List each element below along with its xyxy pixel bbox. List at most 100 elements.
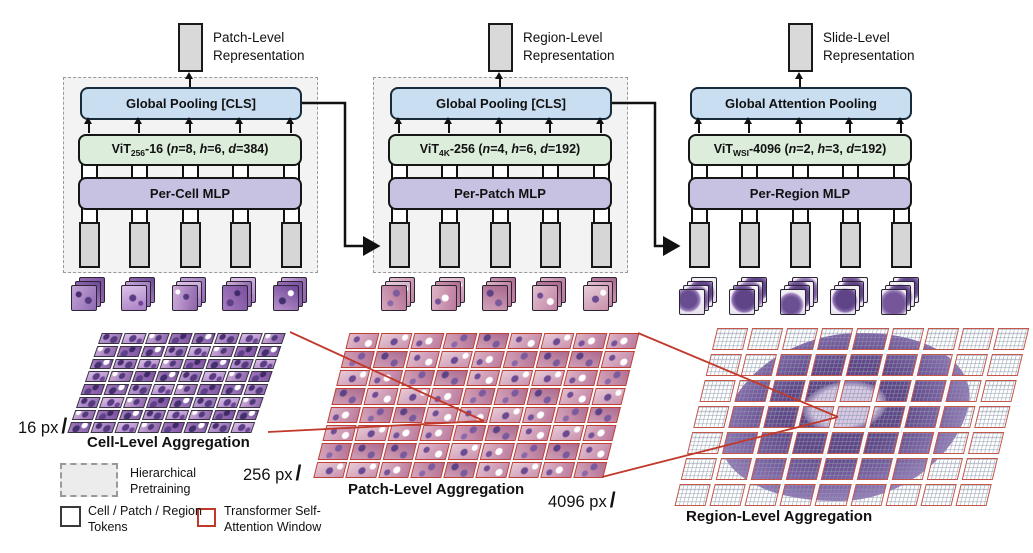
tissue-thumbnail [532,285,558,311]
tissue-patch [390,405,428,424]
arrow-up-icon [185,117,194,133]
tissue-patch [399,368,437,388]
global-pooling-box: Global Pooling [CLS] [390,87,612,120]
tissue-patch [478,442,516,461]
tissue-thumbnail [729,289,755,315]
tissue-thumbnail [583,285,609,311]
arrow-up-icon [495,117,504,133]
tissue-patch [474,460,512,479]
tissue-patch [237,395,266,409]
tissue-patch [386,423,424,443]
arrow-up-icon [134,117,143,133]
token-box [439,222,460,268]
image-token-stack [381,277,421,317]
tissue-patch [344,332,382,351]
tissue-patch [599,350,637,369]
tissue-patch [423,405,461,424]
arrow-up-icon [795,117,804,133]
tissue-patch [418,423,456,443]
token-box [230,222,251,268]
tissue-patch [408,332,446,351]
tissue-thumbnail [679,289,705,315]
token-box [591,222,612,268]
tissue-patch [446,442,484,461]
image-token-stack [172,277,212,317]
token-box [540,222,561,268]
tissue-patch [576,442,614,461]
legend-label-attention-window: Transformer Self-Attention Window [224,504,322,534]
arrow-up-icon [694,117,703,133]
tissue-thumbnail [71,285,97,311]
legend-swatch-attention-window [197,508,216,527]
scale-label-4096px: 4096 px/ [548,489,616,512]
tissue-patch [362,387,400,406]
tissue-patch [952,482,995,508]
token-box [739,222,760,268]
tissue-patch [450,423,488,443]
tissue-patch [511,442,549,461]
tissue-patch [524,387,563,406]
tissue-thumbnail [780,289,806,315]
tissue-patch [371,350,409,369]
scale-break-icon: / [61,415,68,438]
tissue-patch [959,456,1001,482]
token-image-stacks-patch [373,277,628,319]
tissue-patch [506,460,544,479]
tissue-patch [455,405,493,424]
image-token-stack [273,277,313,317]
token-box [281,222,302,268]
image-token-stack [583,277,623,317]
tissue-patch [492,387,530,406]
tissue-patch [255,344,283,358]
tissue-patch [330,387,368,406]
tissue-patch [487,405,525,424]
tissue-patch [353,423,391,443]
per-unit-mlp-box: Per-Region MLP [688,177,912,210]
scale-break-icon: / [295,462,302,485]
image-token-stack [679,277,719,317]
legend-swatch-tokens [60,506,81,527]
arrow-up-icon [84,117,93,133]
tissue-patch [965,430,1007,456]
tissue-patch [409,460,447,479]
image-token-stack [881,277,921,317]
tissue-patch [984,352,1026,378]
tissue-patch [460,387,498,406]
tissue-thumbnail [222,285,248,311]
token-image-stacks-cell [63,277,318,319]
tissue-patch [557,387,595,406]
token-box [129,222,150,268]
tissue-patch [344,460,382,479]
cell-aggregation-label: Cell-Level Aggregation [87,434,250,451]
tissue-thumbnail [273,285,299,311]
tissue-patch [427,387,465,406]
tissue-patch [413,442,451,461]
tissue-patch [497,368,535,388]
cell-level-grid [66,332,288,434]
vit-box: ViT4K-256 (n=4, h=6, d=192) [388,134,612,166]
tissue-patch [436,350,474,369]
region-aggregation-label: Region-Level Aggregation [686,508,873,525]
tissue-thumbnail [381,285,407,311]
scale-label-256px: 256 px/ [243,462,302,485]
image-token-stack [482,277,522,317]
arrow-up-icon [394,117,403,133]
tissue-patch [520,405,558,424]
tissue-patch [404,350,442,369]
arrow-up-icon [185,72,194,87]
token-box [490,222,511,268]
tissue-thumbnail [172,285,198,311]
global-pooling-box: Global Attention Pooling [690,87,912,120]
vit-box: ViTWSI-4096 (n=2, h=3, d=192) [688,134,912,166]
tissue-patch [367,368,405,388]
region-level-grid [672,326,1032,508]
tissue-patch [441,460,479,479]
tissue-patch [548,423,586,443]
tissue-patch [603,332,641,351]
